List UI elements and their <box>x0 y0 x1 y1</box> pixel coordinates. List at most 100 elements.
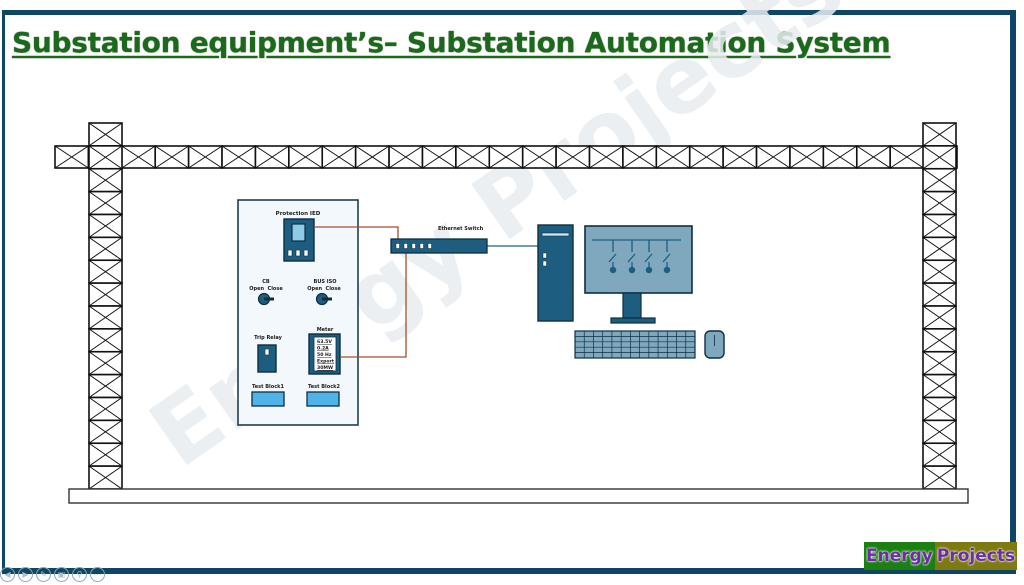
truss-brace <box>88 419 123 444</box>
keyboard[interactable] <box>574 330 696 359</box>
foundation-base <box>68 488 969 504</box>
breaker-switch-symbol <box>644 253 653 263</box>
monitor[interactable] <box>584 225 693 324</box>
cb-open-close-label: Open Close <box>249 286 283 292</box>
next-icon[interactable]: ▶ <box>18 567 33 582</box>
truss-brace <box>856 145 891 169</box>
truss-brace <box>522 145 557 169</box>
truss-brace <box>188 145 223 169</box>
truss-brace <box>455 145 490 169</box>
truss-brace <box>88 328 123 353</box>
truss-brace <box>422 145 457 169</box>
truss-brace <box>489 145 523 169</box>
truss-brace <box>922 351 957 376</box>
brand-logo: Energy Projects <box>864 542 1018 570</box>
truss-brace <box>88 145 123 170</box>
truss-brace <box>922 328 957 353</box>
truss-brace <box>88 214 123 238</box>
truss-brace <box>54 145 89 169</box>
pc-tower[interactable] <box>537 224 574 322</box>
brand-logo-part1: Energy <box>864 542 935 570</box>
truss-brace <box>789 145 824 169</box>
cb-label: CB <box>262 279 270 285</box>
truss-brace <box>88 168 123 193</box>
truss-brace <box>88 191 123 215</box>
meter-reading-frequency: 50 Hz <box>317 352 332 358</box>
truss-brace <box>922 191 957 215</box>
truss-brace <box>922 465 957 490</box>
truss-brace <box>922 305 957 330</box>
truss-brace <box>555 145 590 169</box>
bus-iso-open-close-label: Open Close <box>307 286 341 292</box>
gantry-structure <box>54 122 958 490</box>
truss-brace <box>88 259 123 284</box>
previous-icon[interactable]: ◀ <box>0 567 15 582</box>
truss-brace <box>88 374 123 398</box>
truss-brace <box>288 145 323 169</box>
truss-brace <box>922 419 957 444</box>
mouse[interactable] <box>704 330 725 359</box>
feeder-node <box>628 266 636 274</box>
truss-brace <box>922 236 957 261</box>
test-block1[interactable] <box>251 391 285 407</box>
truss-brace <box>656 145 691 169</box>
test-block1-label: Test Block1 <box>252 384 284 390</box>
truss-brace <box>154 145 189 169</box>
truss-brace <box>88 282 123 307</box>
ethernet-switch[interactable] <box>390 238 488 254</box>
slide-title: Substation equipment’s– Substation Autom… <box>12 26 891 59</box>
trip-relay-label: Trip Relay <box>254 335 283 341</box>
test-block2[interactable] <box>306 391 340 407</box>
meter: 63.5V 0.2A 50 Hz Export 30MW <box>308 333 341 375</box>
truss-brace <box>221 145 256 169</box>
truss-brace <box>922 282 957 307</box>
ethernet-switch-label: Ethernet Switch <box>438 226 484 232</box>
breaker-switch-symbol <box>627 253 636 263</box>
truss-brace <box>922 442 957 467</box>
feeder-node <box>609 266 617 274</box>
bus-iso-switch-knob[interactable] <box>315 292 333 306</box>
truss-brace <box>722 145 757 169</box>
truss-brace <box>922 168 957 193</box>
protection-ied[interactable] <box>283 218 315 262</box>
truss-brace <box>922 374 957 398</box>
truss-brace <box>823 145 858 169</box>
truss-brace <box>88 122 123 147</box>
pen-icon[interactable]: ✎ <box>36 567 51 582</box>
truss-brace <box>589 145 624 169</box>
truss-brace <box>922 397 957 421</box>
feeder-node <box>645 266 653 274</box>
brand-logo-part2: Projects <box>934 542 1018 570</box>
zoom-icon[interactable]: ⚲ <box>72 567 87 582</box>
truss-brace <box>88 397 123 421</box>
truss-brace <box>88 305 123 330</box>
more-icon[interactable]: ⋯ <box>90 567 105 582</box>
wire-meter-to-switch <box>340 253 407 358</box>
truss-brace <box>889 145 924 169</box>
cb-switch-knob[interactable] <box>257 292 275 306</box>
meter-label: Meter <box>317 327 334 333</box>
trip-relay[interactable] <box>257 344 277 373</box>
meter-reading-voltage: 63.5V <box>317 339 332 345</box>
breaker-switch-symbol <box>608 253 617 263</box>
meter-reading-power: 30MW <box>317 365 333 371</box>
slideshow-controls: ◀ ▶ ✎ ▣ ⚲ ⋯ <box>0 567 105 582</box>
truss-brace <box>922 122 957 147</box>
truss-brace <box>922 145 957 170</box>
truss-brace <box>355 145 390 169</box>
feeder-node <box>663 266 671 274</box>
truss-brace <box>922 214 957 238</box>
truss-brace <box>255 145 290 169</box>
breaker-switch-symbol <box>662 253 671 263</box>
truss-brace <box>756 145 791 169</box>
truss-brace <box>88 236 123 261</box>
truss-brace <box>321 145 356 169</box>
meter-reading-direction: Export <box>317 359 335 365</box>
truss-brace <box>689 145 724 169</box>
truss-brace <box>121 145 156 169</box>
keyboard-body <box>574 330 696 359</box>
truss-brace <box>88 465 123 490</box>
truss-brace <box>922 259 957 284</box>
slides-icon[interactable]: ▣ <box>54 567 69 582</box>
